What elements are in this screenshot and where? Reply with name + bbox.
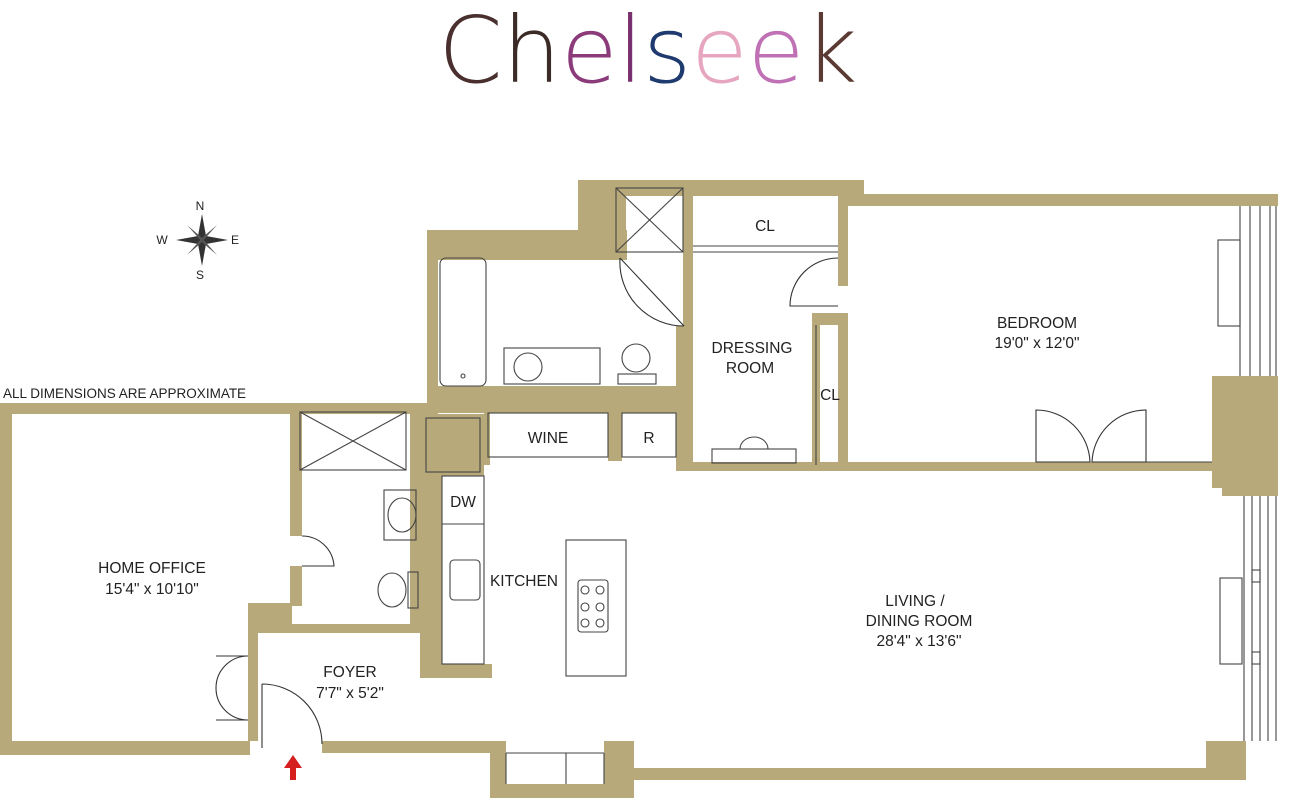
dressing-name-1: DRESSING <box>712 340 793 357</box>
logo-letter: l <box>618 0 644 104</box>
foyer-name: FOYER <box>323 664 376 681</box>
closet-top-label: CL <box>755 218 775 235</box>
logo-letter: e <box>561 0 618 104</box>
approximate-note: ALL DIMENSIONS ARE APPROXIMATE <box>3 386 246 401</box>
logo-letter: k <box>804 0 857 104</box>
home-office-name: HOME OFFICE <box>98 560 206 577</box>
foyer-dims: 7'7" x 5'2" <box>316 685 384 702</box>
fixtures <box>299 187 838 677</box>
home-office-dims: 15'4" x 10'10" <box>105 581 199 598</box>
compass-west: W <box>156 233 168 247</box>
living-name-1: LIVING / <box>885 593 945 610</box>
living-dims: 28'4" x 13'6" <box>876 633 961 650</box>
dishwasher-label: DW <box>450 494 476 511</box>
bedroom-name: BEDROOM <box>997 315 1077 332</box>
living-name-2: DINING ROOM <box>866 613 973 630</box>
compass-north: N <box>196 199 205 213</box>
closet-side-label: CL <box>820 387 840 404</box>
logo-letter: s <box>643 0 691 104</box>
logo-wordmark: Chelseek <box>438 0 857 104</box>
walls <box>0 180 1278 798</box>
windows <box>505 206 1277 784</box>
dressing-name-2: ROOM <box>726 360 774 377</box>
logo-letter: e <box>691 0 748 104</box>
logo-letter: C <box>438 0 502 104</box>
entry-arrow-icon <box>284 755 302 780</box>
compass-south: S <box>196 268 204 282</box>
refrigerator-label: R <box>643 430 654 447</box>
kitchen-name: KITCHEN <box>490 573 558 590</box>
compass-rose: N S E W <box>156 199 239 282</box>
compass-east: E <box>231 233 239 247</box>
logo-letter: h <box>503 0 561 104</box>
room-labels: HOME OFFICE 15'4" x 10'10" FOYER 7'7" x … <box>98 218 1079 702</box>
wine-label: WINE <box>528 430 568 447</box>
doors <box>215 257 1147 748</box>
logo-letter: e <box>748 0 805 104</box>
bedroom-dims: 19'0" x 12'0" <box>994 335 1079 352</box>
